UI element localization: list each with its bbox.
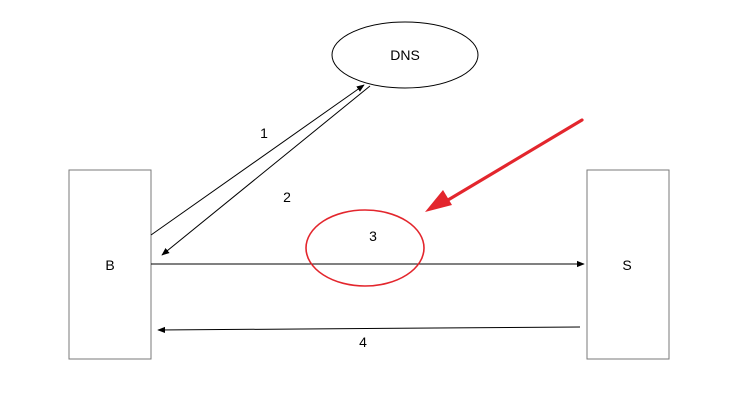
s-node xyxy=(586,169,670,360)
highlight-arrow-head xyxy=(425,190,452,212)
b-node xyxy=(68,169,152,360)
edge-3-label: 3 xyxy=(369,228,377,244)
highlight-arrow xyxy=(425,118,584,212)
edge-1-label: 1 xyxy=(260,125,268,141)
highlight-circle xyxy=(305,209,425,287)
s-label: S xyxy=(622,257,631,273)
edge-4-arrow xyxy=(157,326,581,334)
edge-2-label: 2 xyxy=(283,189,291,205)
edge-1-arrow xyxy=(150,84,365,236)
edge-2-arrow xyxy=(161,85,371,256)
dns-node xyxy=(331,21,479,89)
dns-label: DNS xyxy=(390,47,420,63)
b-label: B xyxy=(105,257,114,273)
highlight-arrow-shaft xyxy=(446,118,584,202)
edge-4-label: 4 xyxy=(359,334,367,350)
